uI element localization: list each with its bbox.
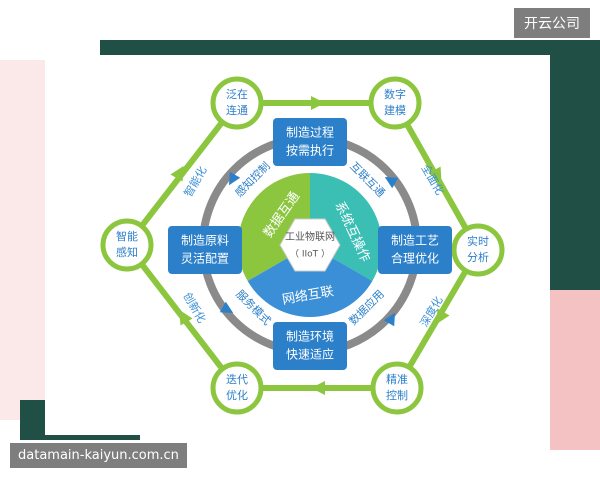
center-label: （ IIoT ）: [290, 249, 330, 260]
center-label: 工业物联网: [285, 230, 335, 243]
segment-network: [247, 258, 373, 317]
hexagon-arrow: [179, 309, 193, 326]
process-box-label: 按需执行: [286, 144, 334, 158]
background-pink-band-left: [0, 60, 45, 420]
segment-system-interop: [310, 173, 382, 281]
ring-arrow: [383, 312, 395, 327]
process-box: [273, 118, 347, 166]
brand-badge: 开云公司: [514, 8, 590, 38]
outer-node-circle: [100, 218, 154, 272]
process-box-label: 制造工艺: [391, 234, 439, 248]
center-hexagon: [279, 218, 341, 272]
ring-arrow: [219, 301, 234, 313]
process-box-label: 制造原料: [181, 234, 229, 248]
hexagon-arrow: [428, 166, 442, 183]
outer-node-label: 连通: [226, 104, 248, 117]
outer-node-label: 建模: [384, 103, 406, 117]
segment-data-exchange: [237, 173, 310, 281]
process-box: [168, 226, 242, 274]
outer-node-label: 迭代: [226, 373, 248, 386]
ring-arrow: [384, 177, 399, 189]
process-box-label: 合理优化: [391, 251, 439, 266]
hexagon-arrow: [311, 96, 325, 110]
hexagon-arrow: [311, 381, 325, 395]
outer-node-label: 数字: [384, 87, 406, 101]
outer-node-label: 泛在: [226, 88, 248, 101]
process-box-label: 制造环境: [286, 329, 334, 344]
outer-node-circle: [210, 361, 264, 415]
process-box-label: 制造过程: [286, 125, 334, 140]
outer-node-label: 分析: [467, 250, 489, 264]
hexagon-arrow: [436, 308, 450, 325]
outer-node-circle: [370, 361, 424, 415]
background-pink-band-right: [550, 290, 600, 450]
process-box-label: 快速适应: [286, 347, 334, 362]
outer-node-circle: [210, 76, 264, 130]
outer-node-label: 精准: [386, 373, 408, 386]
outer-node-label: 感知: [116, 245, 138, 259]
watermark-badge: datamain-kaiyun.com.cn: [10, 443, 187, 468]
outer-node-label: 控制: [386, 388, 408, 402]
process-box: [273, 322, 347, 370]
outer-node-label: 优化: [226, 388, 248, 402]
ring-arrow: [229, 171, 241, 186]
process-box-label: 灵活配置: [181, 252, 229, 266]
hexagon-arrow: [170, 165, 184, 182]
outer-node-label: 实时: [467, 234, 489, 248]
outer-node-label: 智能: [116, 229, 138, 243]
edge-label: 全面化: [419, 162, 448, 198]
outer-node-circle: [368, 76, 422, 130]
outer-node-circle: [451, 223, 505, 277]
process-box: [378, 226, 452, 274]
background-dark-band-right: [550, 40, 600, 290]
